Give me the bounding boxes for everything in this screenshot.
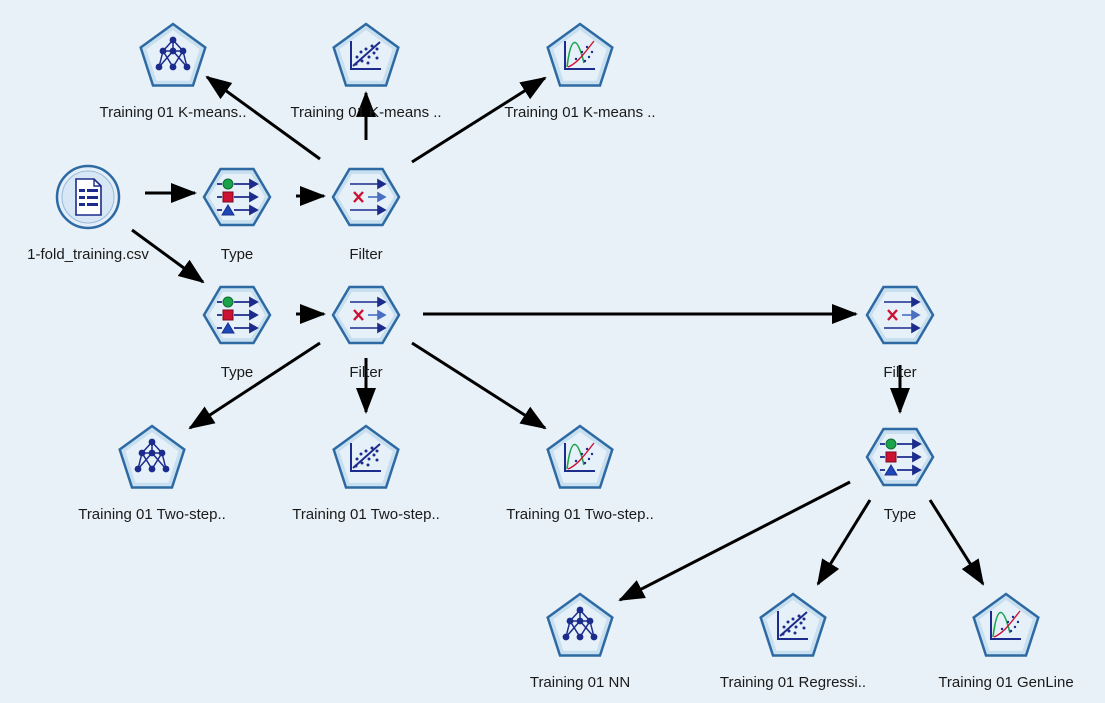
connection-n_filter2-to-n_ts_gen[interactable]	[411, 341, 547, 430]
node-source[interactable]: 1-fold_training.csv	[27, 164, 149, 263]
node-label: Filter	[883, 364, 917, 381]
network-icon[interactable]	[540, 585, 620, 665]
node-label: Training 01 Two-step..	[506, 506, 654, 523]
node-ts-gen[interactable]: Training 01 Two-step..	[506, 424, 654, 523]
filter-icon[interactable]	[326, 157, 406, 237]
connection-n_type3-to-n_nn[interactable]	[618, 480, 851, 602]
node-label: Filter	[349, 364, 383, 381]
connection-n_type3-to-n_reg[interactable]	[816, 499, 872, 586]
connection-n_filter1-to-n_km_nn[interactable]	[205, 75, 321, 161]
node-label: Filter	[349, 246, 383, 263]
node-label: Training 01 K-means..	[99, 104, 247, 121]
genline-icon[interactable]	[540, 417, 620, 497]
genline-icon[interactable]	[540, 15, 620, 95]
node-label: Training 01 Two-step..	[292, 506, 440, 523]
node-filter1[interactable]: Filter	[331, 167, 401, 263]
connection-n_filter1-to-n_km_gen[interactable]	[411, 76, 547, 164]
file-icon[interactable]	[48, 157, 128, 237]
node-label: Training 01 Regressi..	[719, 674, 867, 691]
network-icon[interactable]	[112, 417, 192, 497]
node-label: Training 01 GenLine	[938, 674, 1074, 691]
node-type3[interactable]: Type	[865, 427, 935, 523]
node-filter2[interactable]: Filter	[331, 285, 401, 381]
type-icon[interactable]	[197, 157, 277, 237]
node-type2[interactable]: Type	[202, 285, 272, 381]
node-nn[interactable]: Training 01 NN	[530, 592, 630, 691]
node-filter3[interactable]: Filter	[865, 285, 935, 381]
node-km-gen[interactable]: Training 01 K-means ..	[504, 22, 656, 121]
regression-icon[interactable]	[326, 15, 406, 95]
node-label: Type	[883, 506, 917, 523]
node-label: Type	[220, 364, 254, 381]
type-icon[interactable]	[860, 417, 940, 497]
network-icon[interactable]	[133, 15, 213, 95]
connection-n_type3-to-n_gen[interactable]	[928, 499, 985, 586]
connection-n_source-to-n_type2[interactable]	[131, 228, 205, 284]
node-gen[interactable]: Training 01 GenLine	[938, 592, 1074, 691]
genline-icon[interactable]	[966, 585, 1046, 665]
type-icon[interactable]	[197, 275, 277, 355]
node-label: Type	[220, 246, 254, 263]
node-ts-nn[interactable]: Training 01 Two-step..	[78, 424, 226, 523]
node-label: Training 01 NN	[529, 674, 631, 691]
connection-n_filter2-to-n_ts_nn[interactable]	[188, 341, 321, 430]
node-type1[interactable]: Type	[202, 167, 272, 263]
node-km-reg[interactable]: Training 01 K-means ..	[290, 22, 442, 121]
node-ts-reg[interactable]: Training 01 Two-step..	[292, 424, 440, 523]
node-label: Training 01 K-means ..	[290, 104, 442, 121]
node-label: Training 01 Two-step..	[78, 506, 226, 523]
node-reg[interactable]: Training 01 Regressi..	[720, 592, 866, 691]
filter-icon[interactable]	[860, 275, 940, 355]
filter-icon[interactable]	[326, 275, 406, 355]
node-label: Training 01 K-means ..	[504, 104, 656, 121]
regression-icon[interactable]	[326, 417, 406, 497]
node-km-nn[interactable]: Training 01 K-means..	[99, 22, 247, 121]
node-label: 1-fold_training.csv	[27, 246, 149, 263]
regression-icon[interactable]	[753, 585, 833, 665]
